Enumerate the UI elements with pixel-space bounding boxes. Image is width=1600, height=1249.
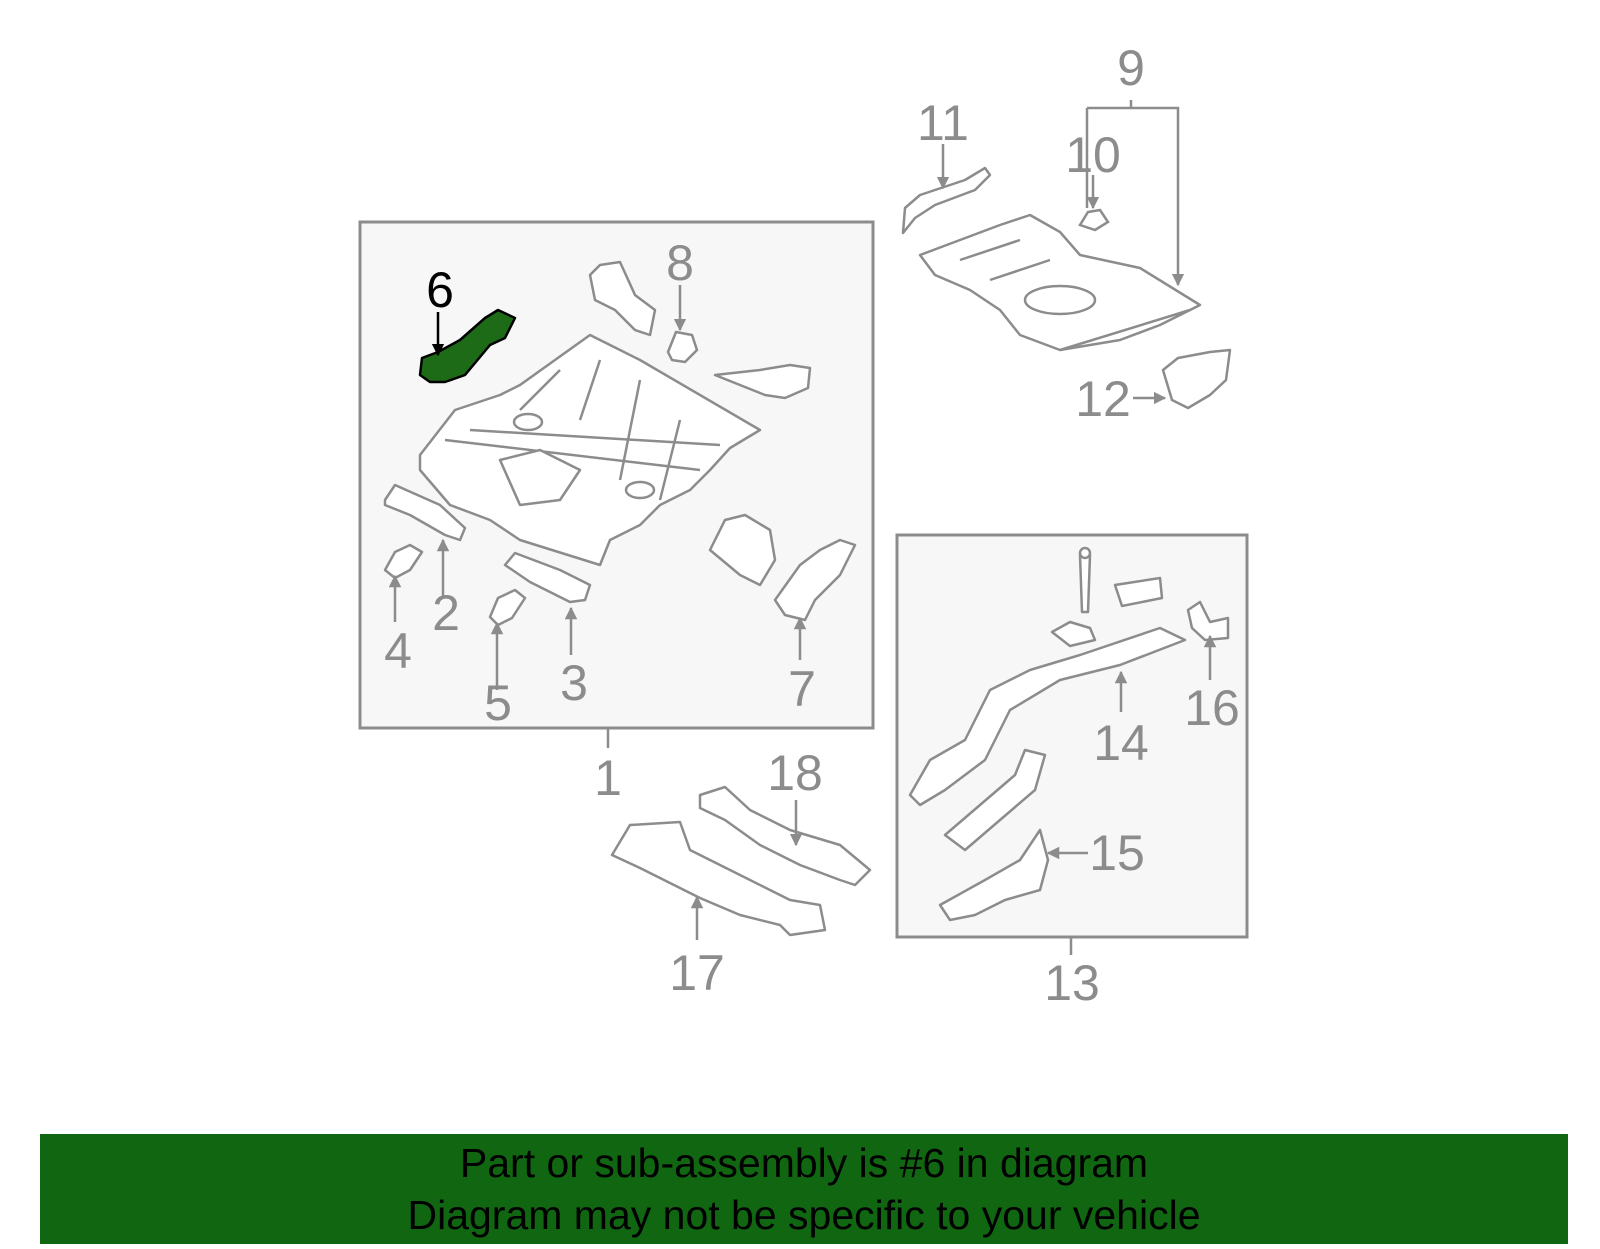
callout-14: 14 [1093, 715, 1149, 771]
callout-12: 12 [1075, 371, 1131, 427]
callout-18: 18 [767, 745, 823, 801]
callout-1: 1 [594, 750, 622, 806]
floor-pan [418, 333, 762, 567]
part-11 [901, 166, 992, 235]
part-10 [1078, 208, 1110, 232]
callout-7: 7 [788, 661, 816, 717]
callout-15: 15 [1089, 825, 1145, 881]
part-18 [698, 785, 872, 887]
callout-17: 17 [669, 945, 725, 1001]
callout-10: 10 [1065, 127, 1121, 183]
callout-16: 16 [1184, 680, 1240, 736]
assembly-13-box [895, 533, 1249, 939]
callout-2: 2 [432, 585, 460, 641]
callout-3: 3 [560, 655, 588, 711]
callout-11: 11 [917, 95, 969, 151]
callout-5: 5 [484, 675, 512, 731]
part-shapes-box13 [908, 546, 1230, 922]
leader-lines [388, 100, 1217, 955]
part-6-highlighted[interactable] [418, 308, 517, 384]
part-12 [1161, 348, 1232, 410]
callout-9: 9 [1117, 40, 1145, 96]
part-9-rear-floor [918, 213, 1202, 352]
info-banner: Part or sub-assembly is #6 in diagram Di… [40, 1134, 1568, 1244]
callout-6: 6 [426, 262, 454, 318]
banner-line-2: Diagram may not be specific to your vehi… [407, 1192, 1201, 1238]
callout-8: 8 [666, 235, 694, 291]
banner-line-1: Part or sub-assembly is #6 in diagram [459, 1140, 1149, 1186]
callout-4: 4 [384, 623, 412, 679]
callout-13: 13 [1044, 955, 1100, 1011]
